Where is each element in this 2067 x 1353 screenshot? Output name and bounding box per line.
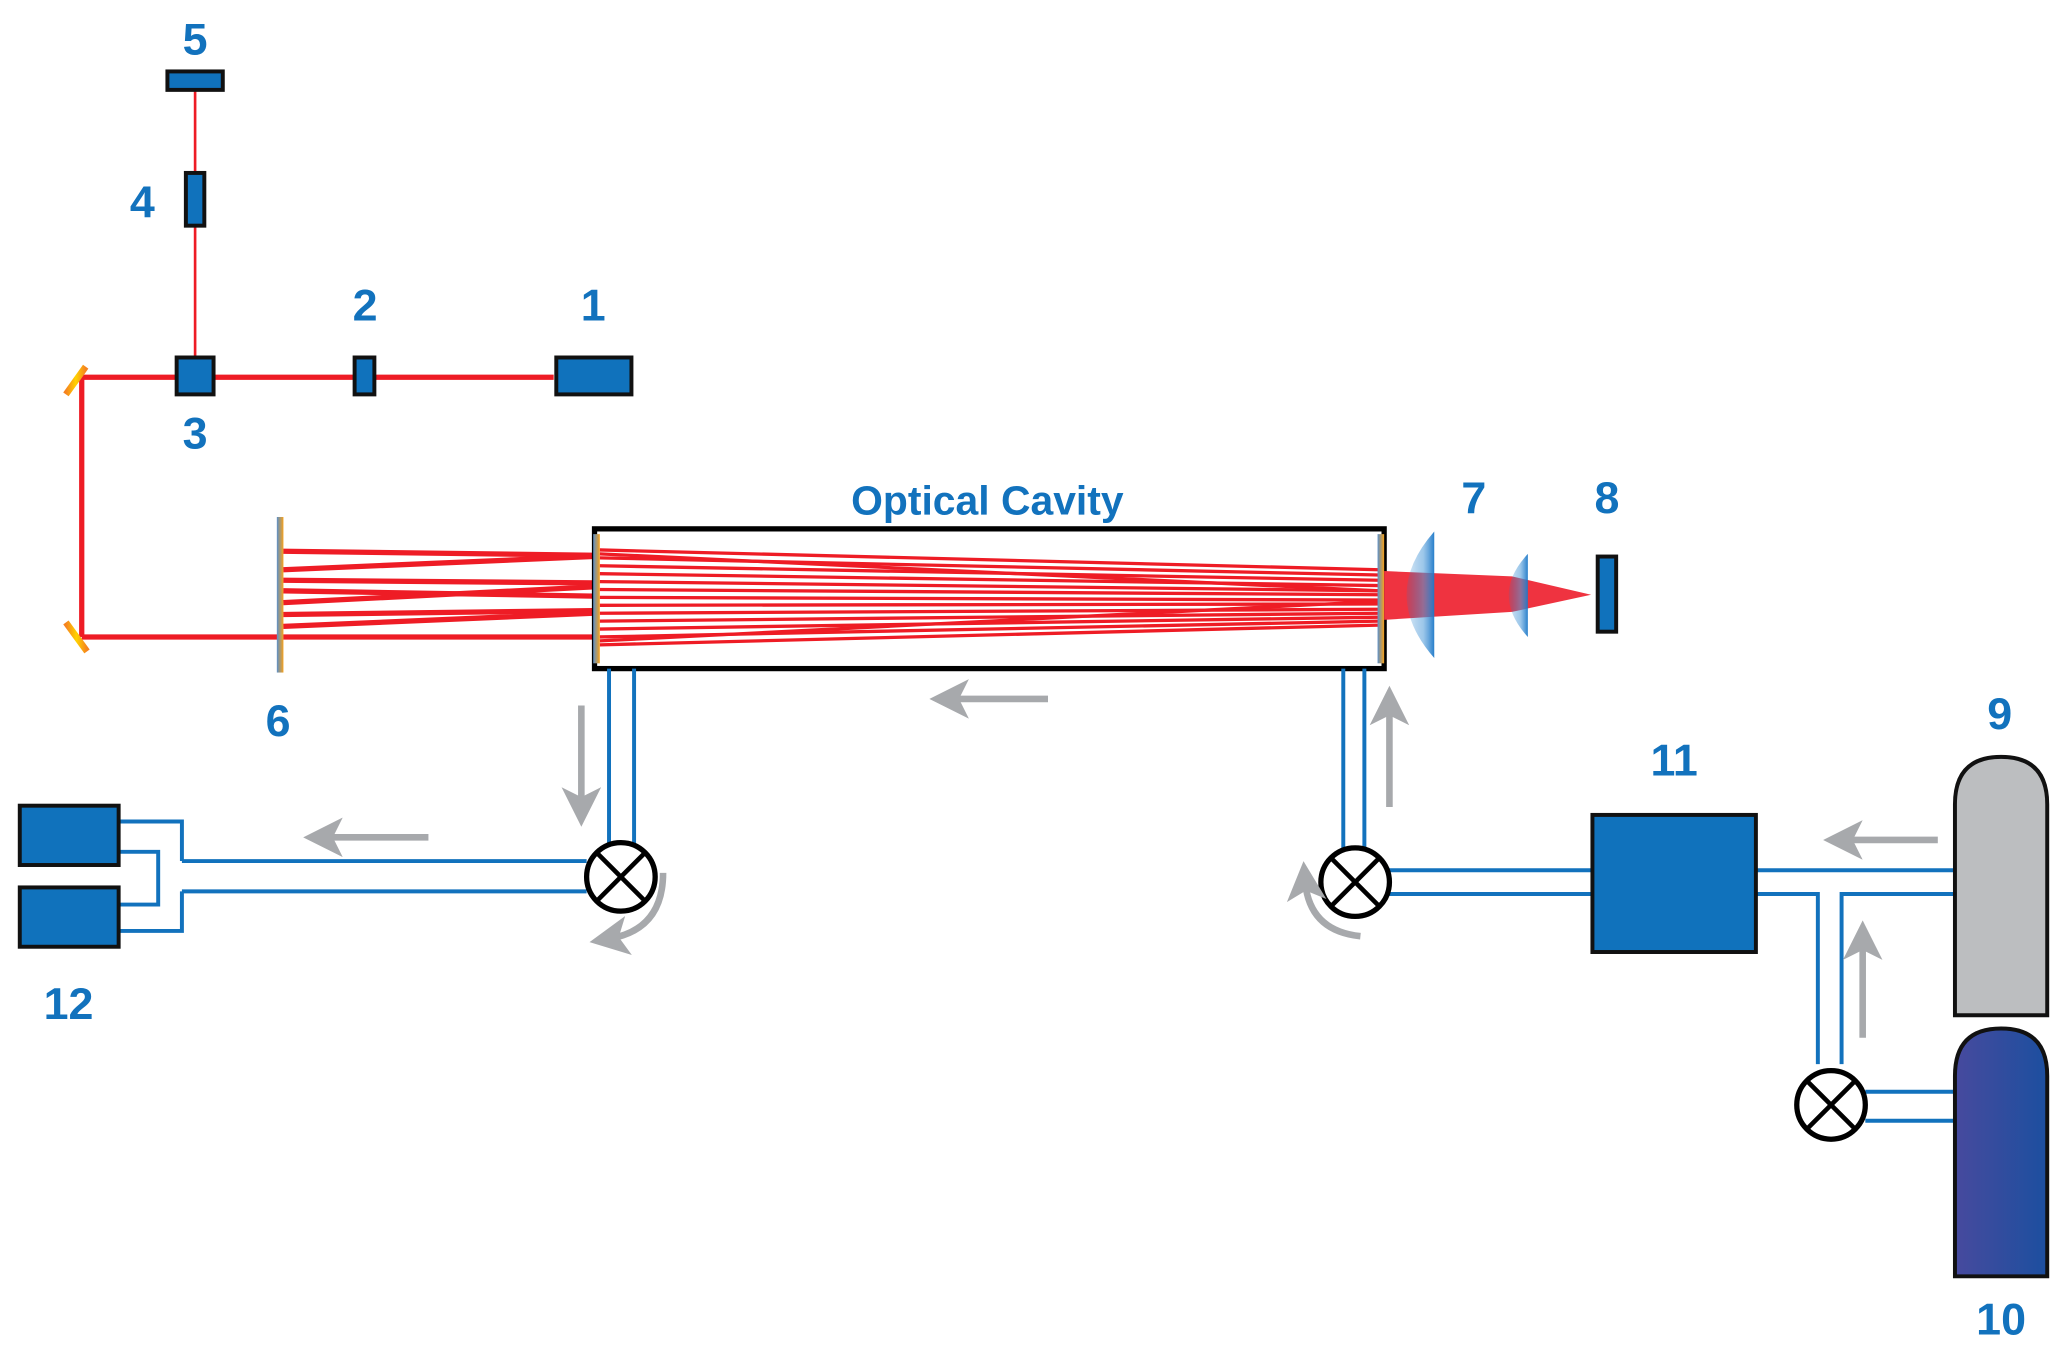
- pump-12b: [17, 885, 121, 949]
- component-2: [352, 355, 377, 397]
- label-10: 10: [1976, 1294, 2026, 1344]
- label-7: 7: [1461, 473, 1486, 523]
- gas-inlet-system: 11 9 10: [1286, 668, 2050, 1344]
- label-6: 6: [266, 696, 291, 746]
- output-beam: [1384, 571, 1592, 620]
- label-11: 11: [1650, 735, 1697, 785]
- outlet-valve[interactable]: [583, 839, 658, 914]
- cavity-title: Optical Cavity: [851, 477, 1124, 523]
- optical-cavity: Optical Cavity 6: [266, 477, 1387, 746]
- gas-cylinder-9: [1952, 754, 2050, 1018]
- outlet-valve-rotation-arrow: [589, 872, 667, 955]
- gas-10-valve[interactable]: [1794, 1068, 1868, 1142]
- label-9: 9: [1987, 689, 2012, 739]
- turning-mirror-bottom: [63, 620, 90, 654]
- multipass-beams-inner: [599, 548, 1379, 647]
- inlet-valve[interactable]: [1318, 845, 1393, 920]
- gas-cylinder-10: [1952, 1026, 2050, 1279]
- detector-5: [165, 69, 225, 92]
- gas-outlet-system: 12: [17, 668, 667, 1029]
- multipass-beams-outer: [283, 548, 594, 640]
- label-3: 3: [183, 408, 208, 458]
- turning-mirror-top: [63, 364, 89, 397]
- beam-splitter-3: [174, 355, 216, 397]
- label-12: 12: [44, 979, 94, 1029]
- label-1: 1: [581, 281, 606, 331]
- output-optics: 7 8: [1384, 473, 1619, 659]
- component-11: [1590, 812, 1758, 954]
- inlet-valve-rotation-arrow: [1286, 861, 1361, 940]
- label-8: 8: [1594, 473, 1619, 523]
- lens-7a: [1406, 531, 1435, 659]
- component-4: [183, 170, 207, 228]
- cavity-output-mirror: [1377, 534, 1385, 664]
- laser-source-1: [554, 355, 634, 397]
- label-2: 2: [353, 281, 378, 331]
- mirror-6: [276, 516, 284, 673]
- label-4: 4: [130, 178, 155, 228]
- detector-8: [1595, 554, 1619, 634]
- label-5: 5: [183, 14, 208, 64]
- cavity-input-mirror: [593, 534, 600, 664]
- lens-7b: [1508, 553, 1528, 637]
- input-optics: 1 2 3 4 5: [63, 14, 634, 654]
- pump-12a: [17, 803, 121, 867]
